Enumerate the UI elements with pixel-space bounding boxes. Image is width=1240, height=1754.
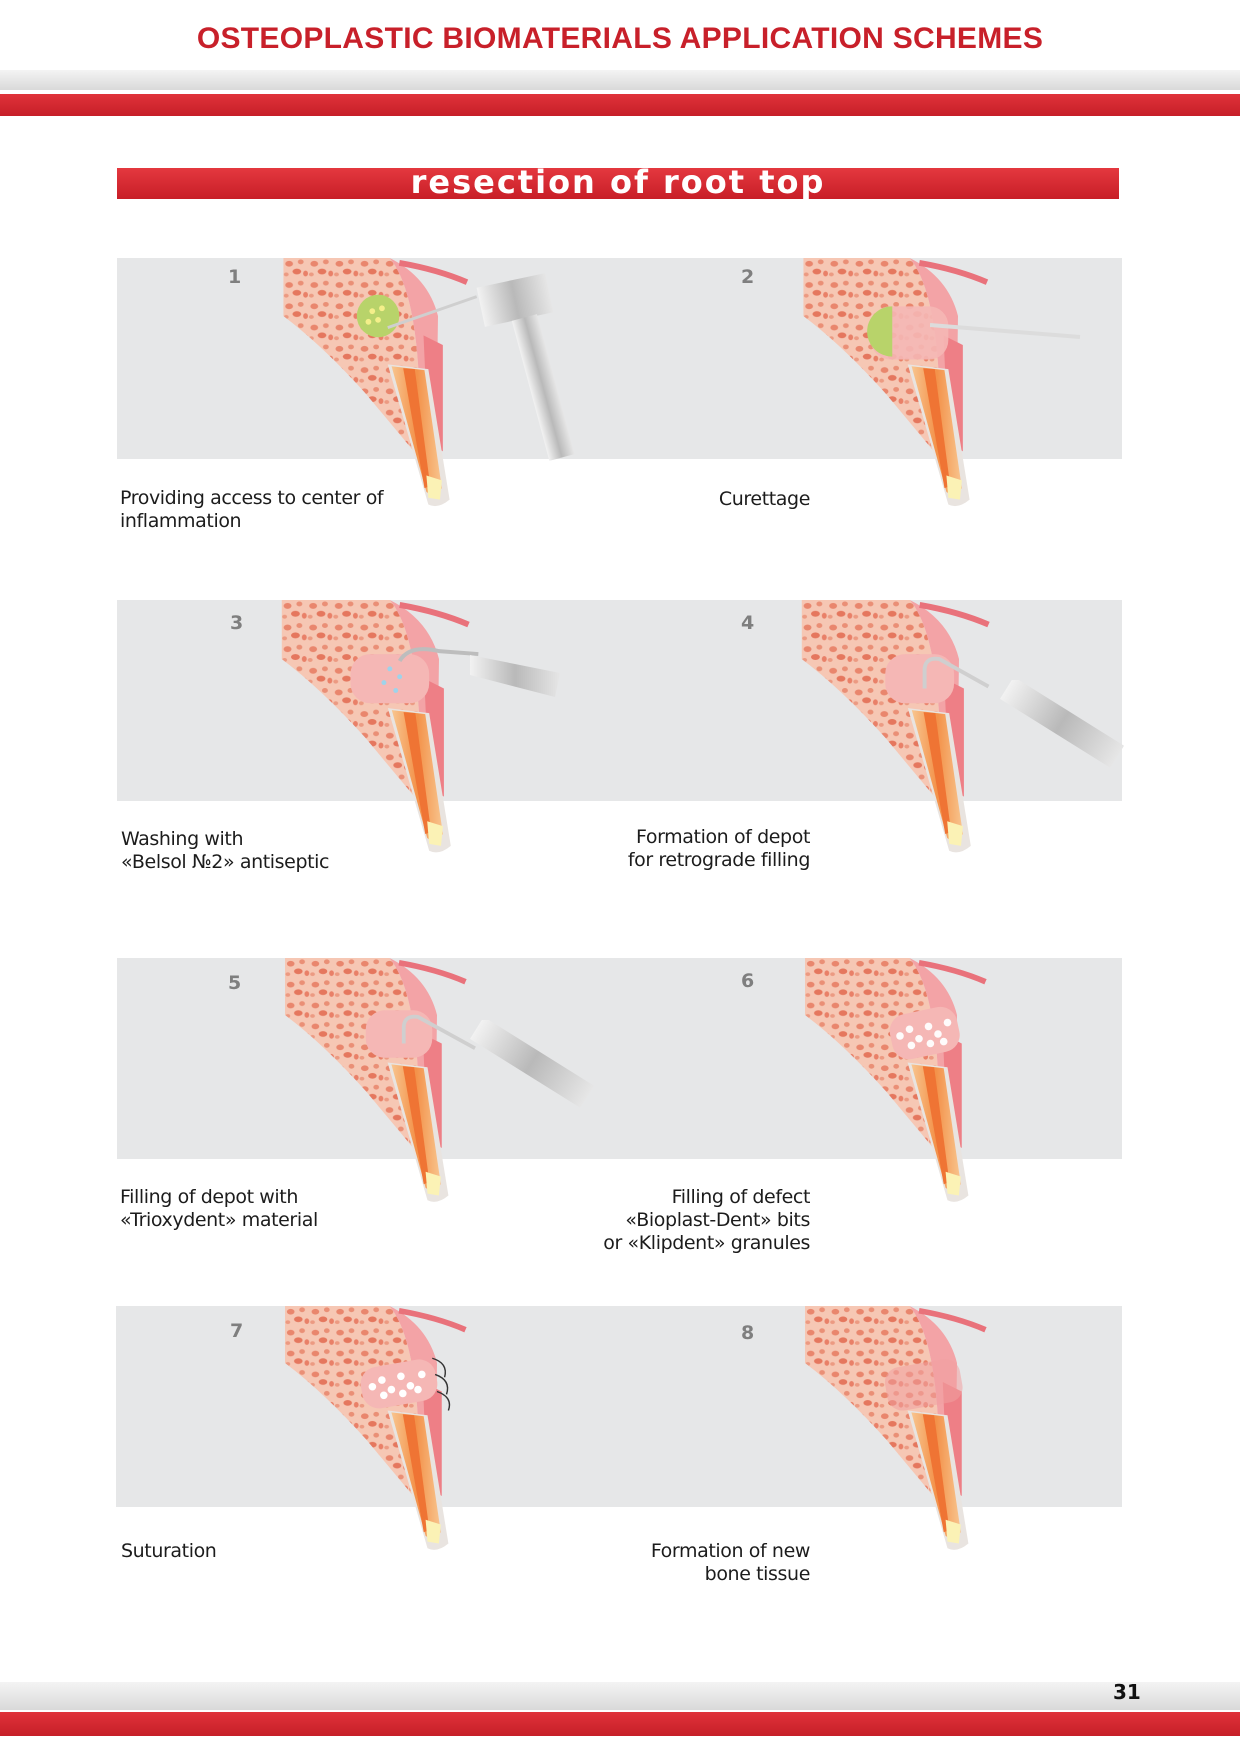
step-1-illustration: [280, 258, 478, 548]
drill-instrument: [1000, 680, 1125, 768]
header-divider: [0, 70, 1240, 90]
step-4-illustration: [800, 600, 1000, 895]
footer-divider: [0, 1682, 1240, 1710]
step-1-number: 1: [228, 266, 242, 288]
step-7-caption: Suturation: [121, 1540, 217, 1562]
curette-instrument: [930, 323, 1081, 339]
step-2-illustration: [800, 258, 1000, 548]
plugger-instrument: [470, 1020, 595, 1108]
step-5-caption: Filling of depot with«Trioxydent» materi…: [120, 1186, 318, 1231]
step-6-number: 6: [741, 970, 755, 992]
handpiece-instrument: [476, 273, 575, 461]
footer-red-band: [0, 1712, 1240, 1736]
step-4-number: 4: [741, 612, 755, 634]
section-title: resection of root top: [410, 163, 826, 201]
step-2-number: 2: [741, 266, 755, 288]
page-header-title: OSTEOPLASTIC BIOMATERIALS APPLICATION SC…: [196, 22, 1044, 55]
step-6-illustration: [800, 958, 1000, 1243]
step-5-illustration: [280, 958, 476, 1243]
step-3-illustration: [280, 600, 479, 895]
step-8-illustration: [800, 1306, 1000, 1591]
step-7-illustration: [280, 1306, 480, 1591]
page-number: 31: [1113, 1680, 1141, 1704]
header-red-band: [0, 94, 1240, 116]
step-3-caption: Washing with«Belsol №2» antiseptic: [121, 828, 330, 873]
step-8-number: 8: [741, 1322, 755, 1344]
step-5-number: 5: [228, 972, 242, 994]
step-7-number: 7: [230, 1320, 244, 1342]
section-banner: resection of root top: [117, 164, 1119, 200]
step-3-number: 3: [230, 612, 244, 634]
step-2-caption: Curettage: [718, 488, 810, 510]
syringe-instrument: [470, 655, 560, 697]
